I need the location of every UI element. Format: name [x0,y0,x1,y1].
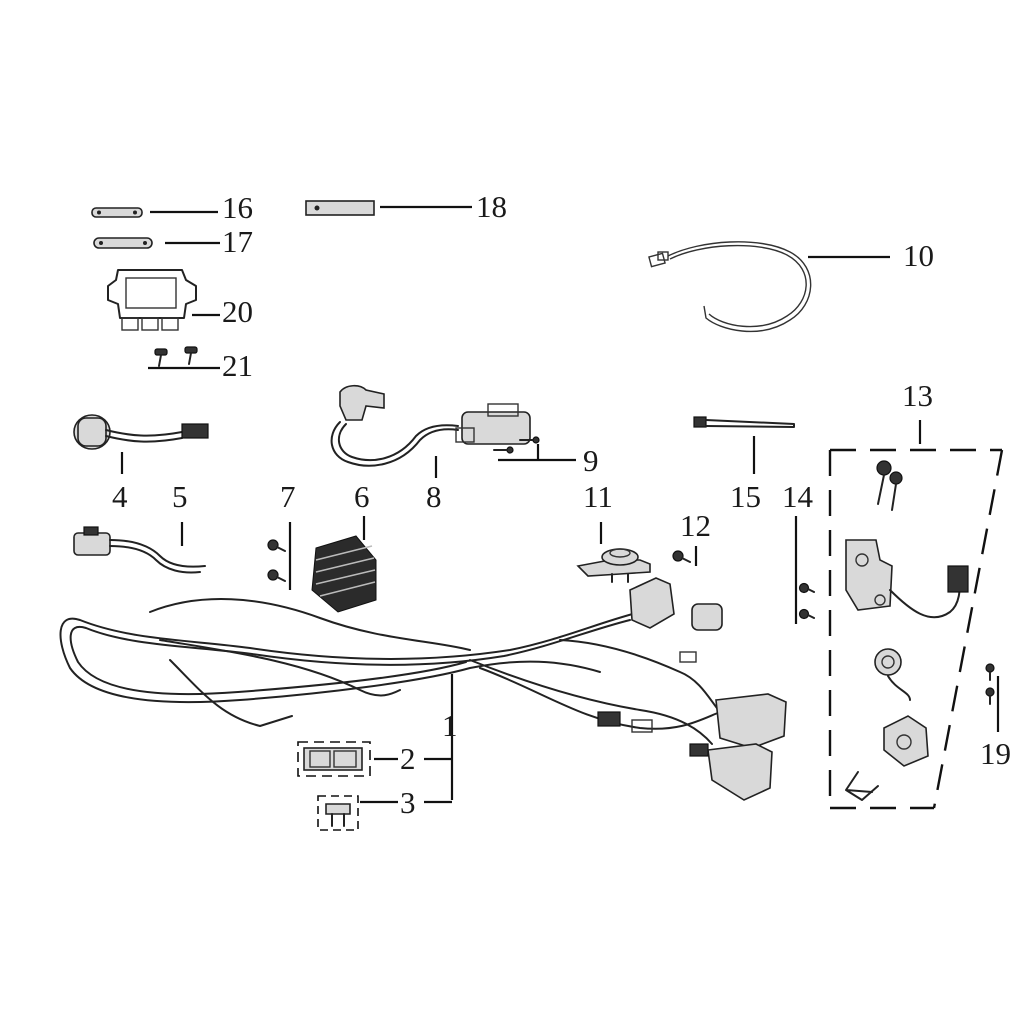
callout-14: 14 [782,479,814,514]
part-4-horn [73,414,209,450]
callout-19: 19 [980,736,1011,771]
callout-16: 16 [222,190,253,225]
part-15-cable-tie [693,416,795,428]
callout-4: 4 [112,479,128,514]
part-10-sensor-wire [648,241,812,333]
part-19-screws [985,663,995,705]
callout-17: 17 [222,224,253,259]
callout-6: 6 [354,479,370,514]
part-16-strap [91,207,143,218]
callout-7: 7 [280,479,296,514]
callout-10: 10 [903,238,934,273]
callout-13: 13 [902,378,933,413]
callout-12: 12 [680,508,711,543]
callout-1: 1 [442,708,458,743]
part-14-screws [798,582,815,620]
part-13-key-set-group [828,448,1004,810]
part-18-bracket [305,200,375,216]
callout-11: 11 [583,479,613,514]
callout-3: 3 [400,785,416,820]
part-6-regulator [311,535,377,613]
part-17-strap [93,237,153,249]
part-11-buzzer [576,548,651,583]
part-2-fuse-holder [297,741,371,777]
part-1-wiring-harness [59,577,787,801]
callout-18: 18 [476,189,507,224]
part-20-control-unit [107,269,197,331]
callout-2: 2 [400,741,416,776]
callout-9: 9 [583,443,599,478]
callout-21: 21 [222,348,253,383]
part-7-bolts [267,539,286,582]
callout-15: 15 [730,479,761,514]
callout-20: 20 [222,294,253,329]
part-8-ignition-coil [330,384,531,467]
callout-8: 8 [426,479,442,514]
part-12-bolt [672,550,691,563]
part-3-fuse [317,795,359,831]
part-21-screws [154,346,198,367]
callout-5: 5 [172,479,188,514]
part-5-relay [73,526,206,574]
part-9-screws [493,436,540,454]
